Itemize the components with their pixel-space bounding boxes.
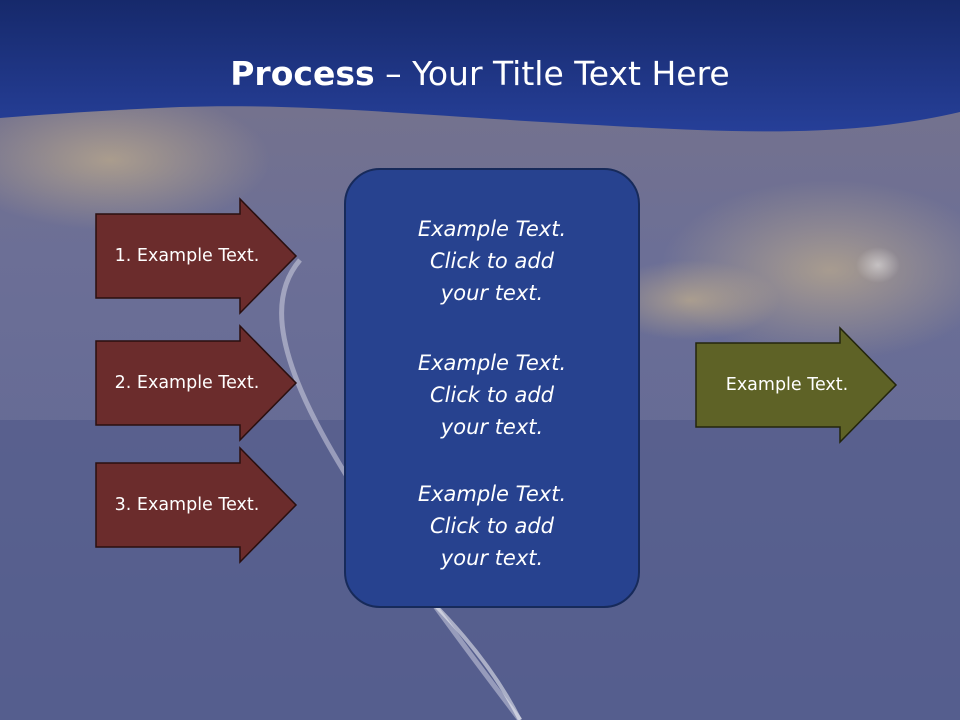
page-title: Process – Your Title Text Here [0,52,960,96]
photo-light-spot [856,247,900,283]
center-text-line: Click to add [429,514,554,538]
center-text-block-3[interactable]: Example Text. Click to add your text. [344,478,640,574]
center-text-line: your text. [440,415,544,439]
center-text-line: your text. [440,281,544,305]
center-text-line: your text. [440,546,544,570]
step-arrow-2[interactable] [95,324,298,442]
center-text-line: Example Text. [417,217,567,241]
photo-glow-market [600,260,780,340]
center-text-line: Example Text. [417,351,567,375]
center-text-line: Click to add [429,249,554,273]
step-arrow-1[interactable] [95,197,298,315]
output-label: Example Text. [725,375,849,395]
center-text-box[interactable] [344,168,640,608]
center-text-block-1[interactable]: Example Text. Click to add your text. [344,213,640,309]
title-rest: – Your Title Text Here [374,54,730,93]
header-band [0,0,960,132]
output-arrow[interactable] [695,326,898,444]
step-label-2: 2. Example Text. [114,373,260,393]
step-arrow-3[interactable] [95,446,298,564]
photo-light-trail [279,258,522,720]
center-text-block-2[interactable]: Example Text. Click to add your text. [344,347,640,443]
step-label-1: 1. Example Text. [114,246,260,266]
center-text-line: Example Text. [417,482,567,506]
center-text-line: Click to add [429,383,554,407]
step-label-3: 3. Example Text. [114,495,260,515]
title-bold-word: Process [230,54,375,93]
photo-light-trail-2 [428,598,522,720]
photo-glow-left [0,90,270,230]
